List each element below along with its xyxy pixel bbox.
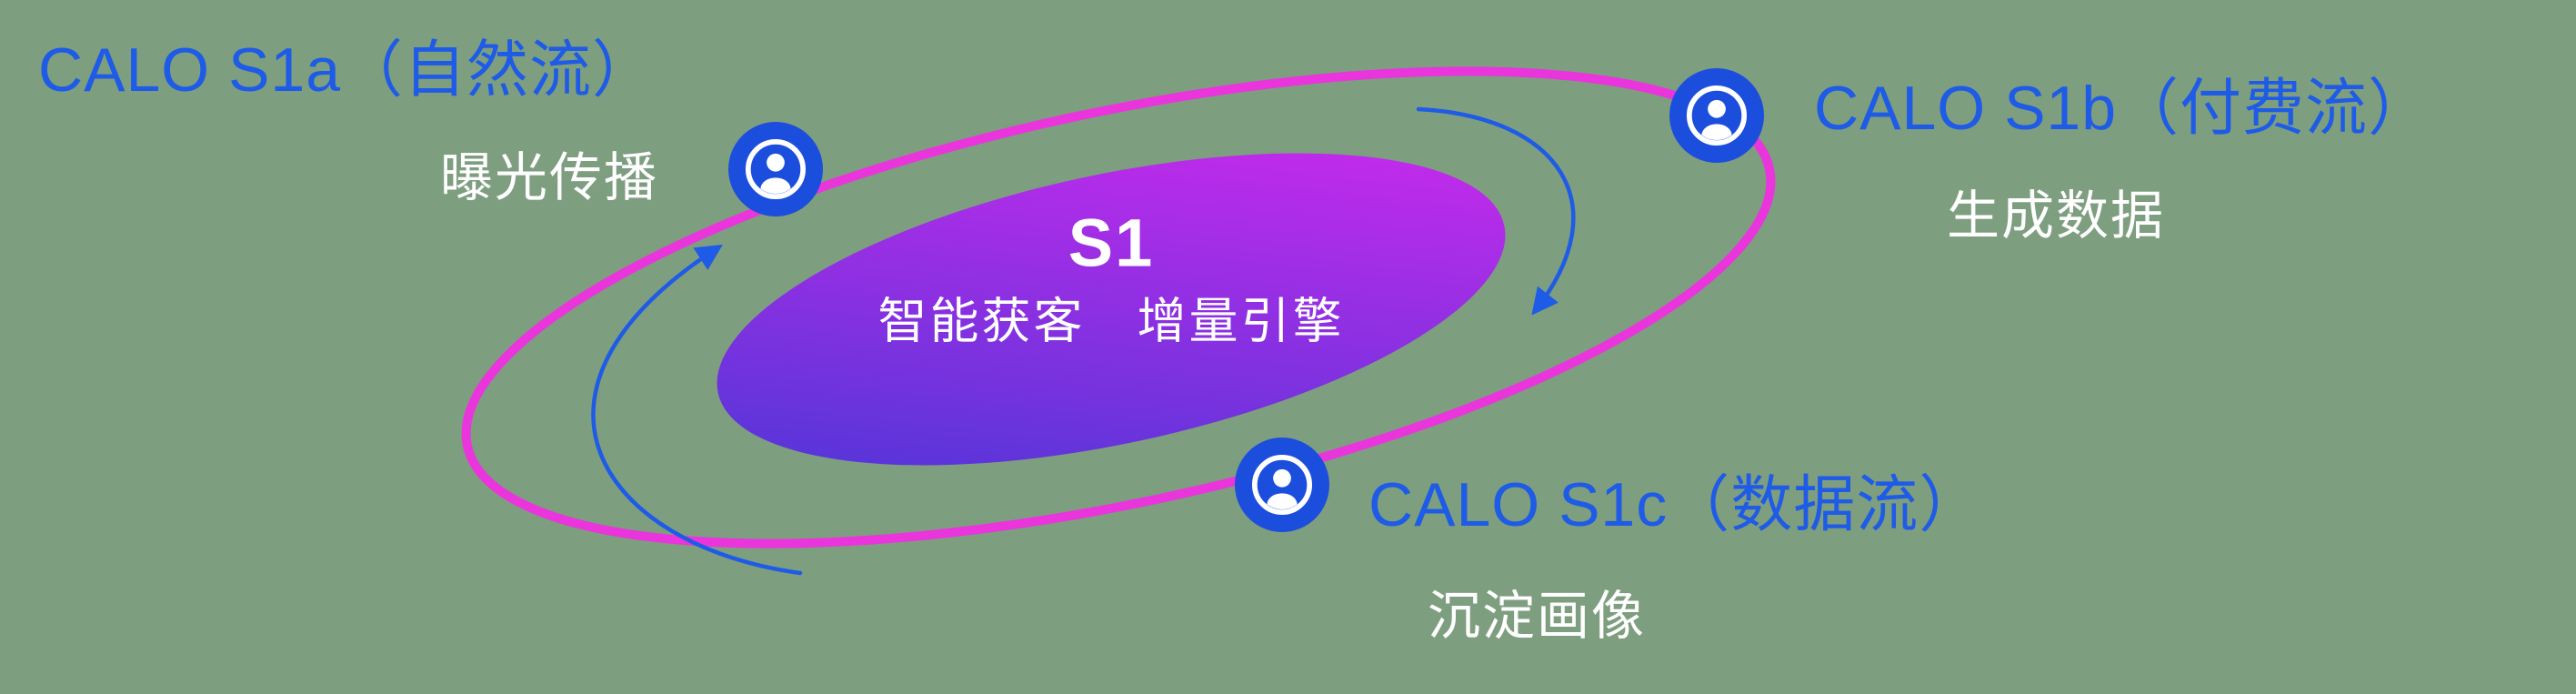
- node-s1b-sublabel: 生成数据: [1947, 186, 2166, 246]
- person-icon-s1a: [728, 122, 823, 216]
- core-subtitle: 智能获客 增量引擎: [877, 294, 1345, 349]
- core-title: S1: [1067, 205, 1155, 281]
- node-s1a-label: CALO S1a（自然流）: [38, 35, 656, 105]
- core-ellipse: [717, 153, 1506, 466]
- orbit-ring-ellipse: [461, 66, 1776, 548]
- node-s1b-label: CALO S1b（付费流）: [1814, 74, 2431, 143]
- flow-arrow-left: [591, 244, 803, 576]
- node-s1c-label: CALO S1c（数据流）: [1368, 470, 1982, 539]
- flow-arrow-right: [1416, 106, 1576, 316]
- person-icon-s1b: [1669, 68, 1764, 163]
- node-s1c-sublabel: 沉淀画像: [1428, 587, 1647, 646]
- node-s1a-sublabel: 曝光传播: [440, 148, 659, 207]
- person-icon-s1c: [1235, 438, 1329, 532]
